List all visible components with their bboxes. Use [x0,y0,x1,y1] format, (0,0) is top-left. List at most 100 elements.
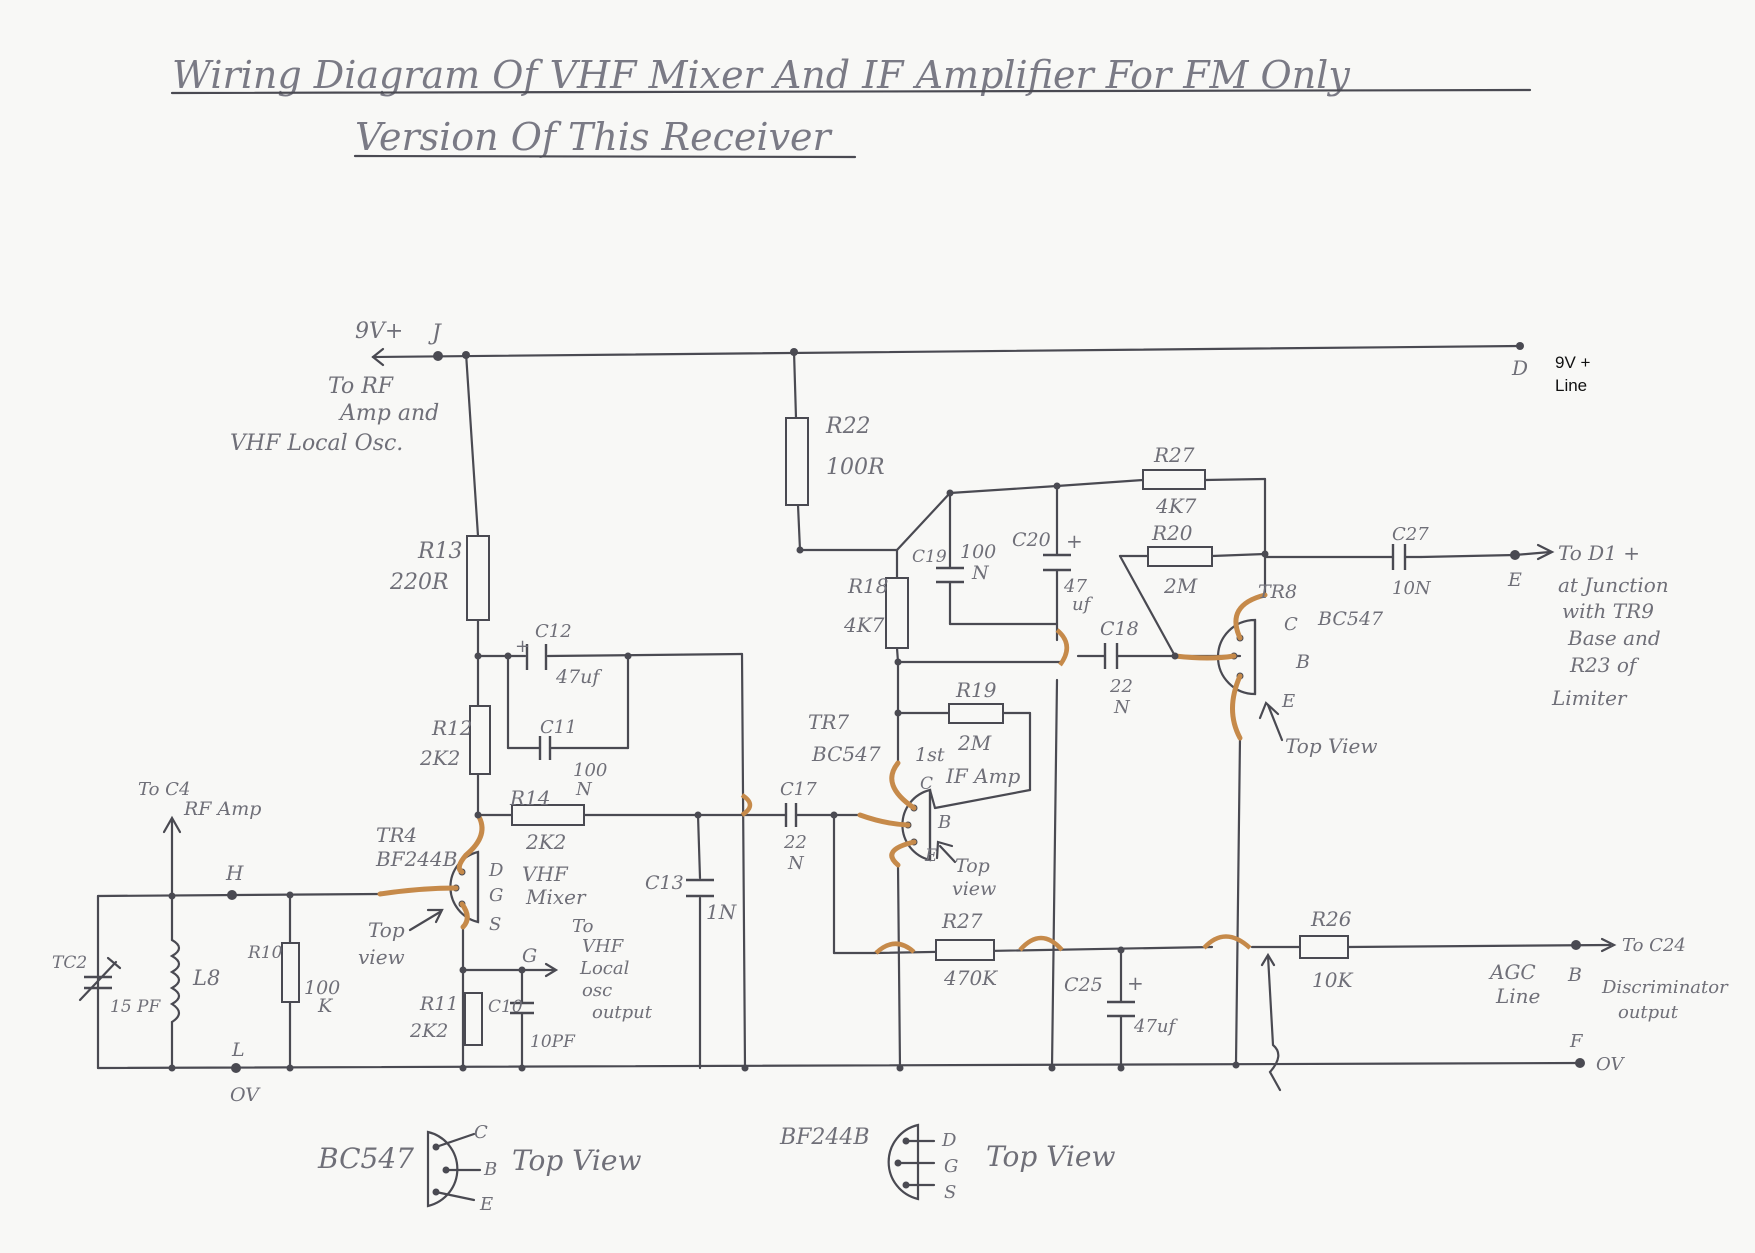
label-r26-ref: R26 [1310,907,1352,931]
label-bf244b-pin-d: D [941,1130,957,1151]
label-c18-value-2: N [1113,697,1131,718]
resistor-r19 [948,703,1004,724]
label-tr4-view-1: Top [368,918,405,942]
label-to-rf-2: Amp and [338,401,439,426]
label-ov-right: OV [1596,1054,1625,1075]
label-tr8-pin-b: B [1295,651,1310,673]
label-to-vhf-5: output [592,1002,653,1023]
label-to-d1-4: Base and [1567,626,1661,650]
label-r10-value-1: 100 [304,977,340,999]
view-pointers [408,701,1284,932]
label-9v-plus: 9V+ [355,319,403,344]
wire-crossovers [740,628,1252,955]
label-c20-value-2: uf [1072,594,1094,615]
label-tr7-function-1: 1st [915,744,945,766]
label-tr8-ref: TR8 [1258,581,1297,603]
label-node-d: D [1511,356,1528,380]
transistor-tr7 [857,760,937,868]
label-c20-ref: C20 [1012,529,1051,551]
label-r10-value-2: K [317,995,334,1017]
label-c20-plus: + [1066,529,1083,553]
label-to-d1-5: R23 of [1569,653,1640,677]
label-to-d1-2: at Junction [1558,573,1669,597]
label-c25-value: 47uf [1133,1016,1178,1037]
label-tr7-view-2: view [952,878,996,900]
label-c27-value: 10N [1392,578,1432,599]
resistor-r27-top [1142,469,1206,490]
label-9v-line-1: 9V + [1555,353,1591,372]
label-bc547-pin-c: C [474,1122,488,1143]
resistor-r18 [885,577,909,649]
label-to-d1-3: with TR9 [1562,599,1654,623]
label-tr7-pin-b: B [937,812,951,833]
label-c17-ref: C17 [780,779,817,800]
label-r22-ref: R22 [825,414,871,439]
label-node-f: F [1569,1031,1584,1052]
label-to-c4-2: RF Amp [183,798,261,820]
label-tr8-view: Top View [1285,734,1377,758]
label-c18-ref: C18 [1100,618,1139,640]
label-bc547-pin-e: E [479,1194,493,1215]
label-l8-ref: L8 [192,966,220,990]
label-to-vhf-3: Local [579,958,630,979]
label-tr4-pin-d: D [488,860,504,881]
label-to-c24: To C24 [1622,935,1686,956]
label-c25-plus: + [1127,971,1144,995]
label-to-rf-3: VHF Local Osc. [230,431,403,456]
resistor-r14 [511,804,585,826]
resistor-r20 [1147,546,1213,567]
label-r20-ref: R20 [1151,521,1193,545]
label-tr4-function-2: Mixer [525,885,587,909]
label-r27-top-value: 4K7 [1155,494,1197,518]
inductor-l8 [169,938,181,1024]
resistor-r13 [466,535,490,621]
capacitors [78,544,1423,1018]
label-c17-value-2: N [787,853,805,874]
pinout-bf244b [887,1123,936,1201]
label-c13-value: 1N [706,900,738,924]
label-bc547-pinout: BC547 [317,1142,414,1175]
resistor-r22 [785,417,809,506]
wires [96,344,1617,1092]
label-node-j: J [428,321,442,346]
label-tr4-function-1: VHF [522,862,569,886]
label-r11-value: 2K2 [409,1020,448,1042]
label-tr8-pin-e: E [1281,691,1295,712]
label-c11-value-2: N [575,779,593,800]
label-to-vhf-1: To [572,916,594,937]
label-c20-value-1: 47 [1063,576,1087,597]
title-line-1: Wiring Diagram Of VHF Mixer And IF Ampli… [172,53,1350,97]
label-r10-ref: R10 [247,943,283,963]
resistors [281,417,1349,1046]
label-tc2-ref: TC2 [52,953,87,973]
label-bf244b-pin-g: G [944,1156,958,1177]
resistor-r12 [469,705,491,775]
label-c10-value: 10PF [530,1032,576,1052]
label-disc-1: Discriminator [1601,977,1729,998]
label-r27-bottom-ref: R27 [941,909,983,933]
label-tr4-pin-s: S [489,914,501,935]
label-r19-ref: R19 [955,678,997,702]
label-bc547-pin-b: B [483,1159,497,1180]
label-bf244b-pin-s: S [944,1182,956,1203]
resistor-r10 [281,942,300,1003]
label-c13-ref: C13 [645,872,684,894]
label-c25-ref: C25 [1064,974,1103,996]
label-tr7-function-2: IF Amp [945,764,1021,788]
transistor-tr8 [1172,592,1268,741]
label-tr7-pin-c: C [920,774,933,794]
label-r18-ref: R18 [847,574,889,598]
label-node-b: B [1567,964,1582,986]
label-bf244b-view: Top View [986,1140,1115,1173]
label-bf244b-pinout: BF244B [779,1125,870,1150]
label-c12-ref: C12 [535,621,572,642]
label-r19-value: 2M [957,731,992,755]
label-r13-ref: R13 [417,539,463,564]
label-tr7-ref: TR7 [808,710,849,734]
label-node-h: H [225,861,244,885]
label-r12-ref: R12 [431,716,473,740]
label-bc547-view: Top View [512,1144,641,1177]
pinout-bc547 [426,1130,482,1208]
